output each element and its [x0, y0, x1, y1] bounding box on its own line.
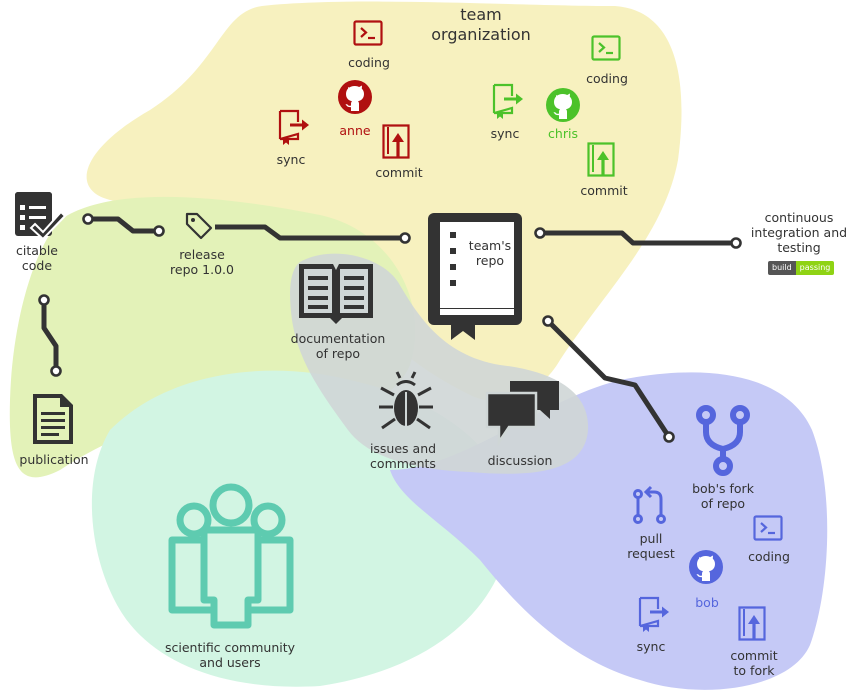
- teams-repo-label: team's repo: [468, 238, 512, 268]
- document-icon: [33, 394, 73, 444]
- bob-github-icon: [689, 550, 723, 584]
- release-label: release repo 1.0.0: [170, 247, 234, 277]
- bob-commit-label: commit to fork: [730, 648, 778, 678]
- chris-github-icon: [546, 88, 580, 122]
- tag-icon: [185, 212, 213, 240]
- anne-github-icon: [338, 80, 372, 114]
- chat-icon: [485, 381, 559, 447]
- anne-coding-label: coding: [348, 55, 390, 70]
- issues-label: issues and comments: [369, 441, 437, 471]
- connector-citable-publication: [41, 300, 59, 371]
- publication-label: publication: [19, 452, 89, 467]
- fork-icon: [696, 405, 750, 476]
- bob-pull-request-label: pull request: [627, 531, 675, 561]
- build-status-badge: build passing: [768, 261, 835, 275]
- chris-commit-label: commit: [580, 183, 628, 198]
- citable-code-label: citable code: [15, 243, 59, 273]
- connector-repo-fork: [546, 319, 672, 439]
- connector-citable-release: [88, 216, 159, 234]
- badge-build-text: build: [768, 261, 796, 275]
- bob-name-label: bob: [695, 595, 719, 610]
- badge-passing-text: passing: [795, 261, 835, 275]
- continuous-integration-label: continuous integration and testing: [750, 210, 848, 255]
- bob-sync-label: sync: [636, 639, 666, 654]
- discussion-label: discussion: [487, 453, 553, 468]
- community-label: scientific community and users: [164, 640, 296, 670]
- pull-request-icon: [633, 485, 666, 524]
- chris-sync-label: sync: [490, 126, 520, 141]
- anne-sync-label: sync: [276, 152, 306, 167]
- anne-commit-label: commit: [375, 165, 423, 180]
- team-region: [86, 1, 682, 401]
- bob-fork-label: bob's fork of repo: [692, 481, 754, 511]
- connector-repo-ci: [540, 230, 736, 246]
- book-icon: [428, 213, 522, 340]
- documentation-label: documentation of repo: [290, 331, 386, 361]
- anne-name-label: anne: [339, 123, 371, 138]
- users-icon: [168, 483, 294, 629]
- background-regions: [9, 1, 828, 690]
- chris-coding-label: coding: [586, 71, 628, 86]
- checklist-icon: [15, 192, 67, 241]
- bug-icon: [379, 371, 433, 430]
- open-book-icon: [299, 264, 373, 324]
- bob-coding-label: coding: [748, 549, 790, 564]
- chris-name-label: chris: [548, 126, 578, 141]
- team-organization-title: team organization: [431, 5, 531, 44]
- connector-release-repo: [215, 224, 405, 241]
- connectors: [41, 216, 736, 439]
